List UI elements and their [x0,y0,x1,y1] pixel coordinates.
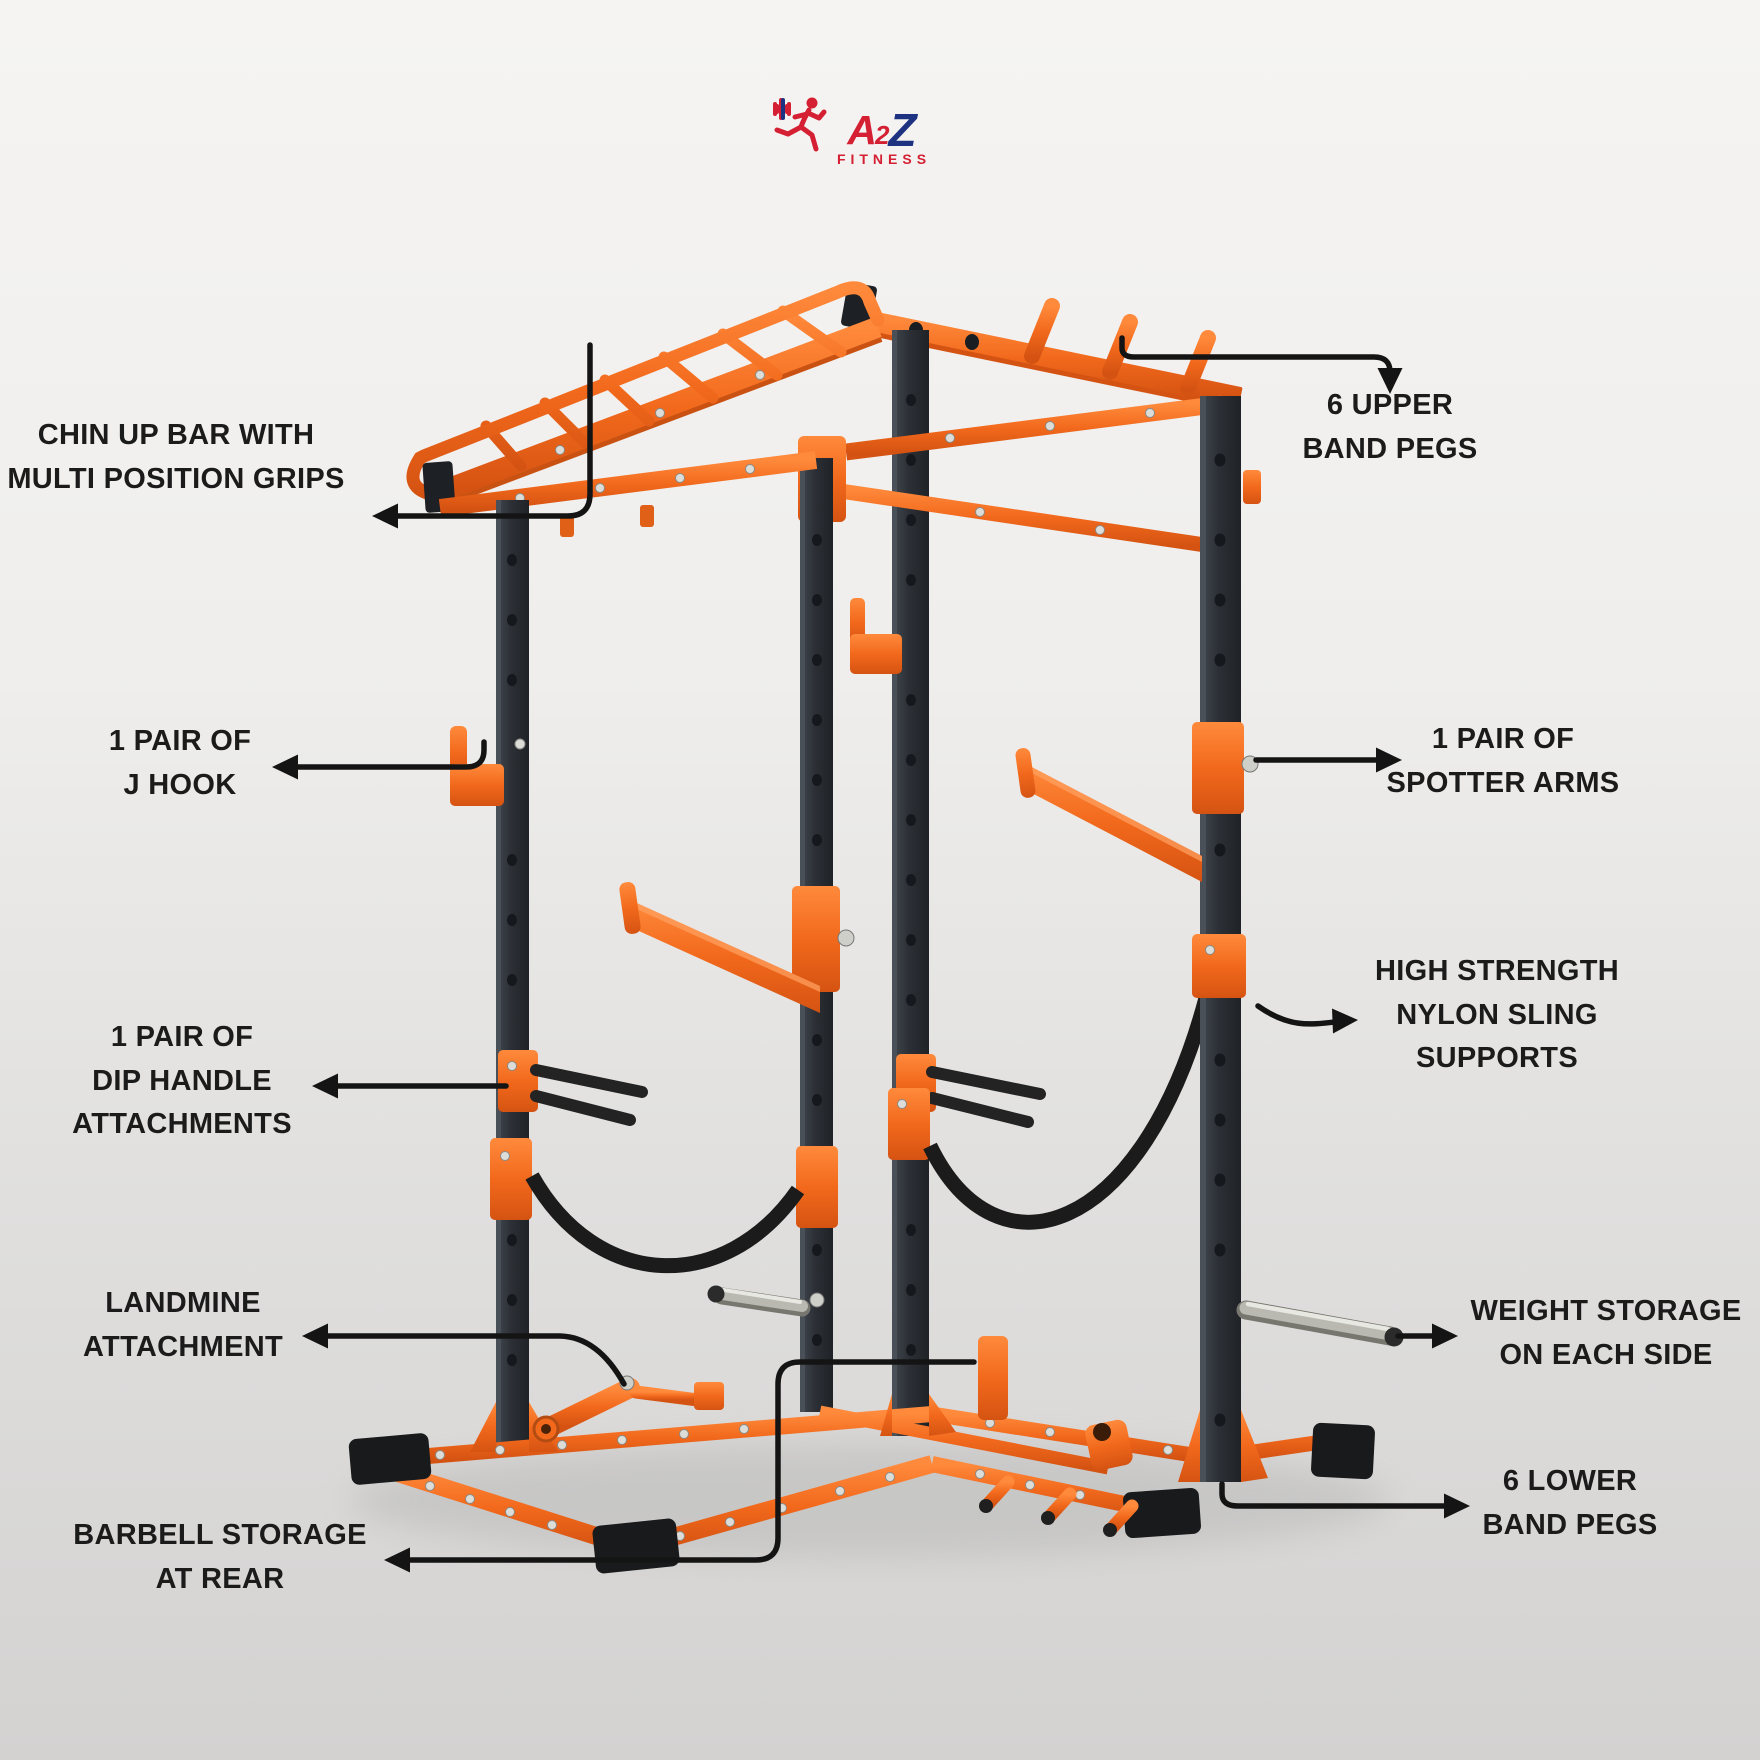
callout-text-line: ATTACHMENTS [72,1108,292,1140]
chin-up-bar [406,281,885,513]
callout-label-barbell-storage: BARBELL STORAGE AT REAR [40,1514,400,1601]
callout-label-lower-band-pegs: 6 LOWER BAND PEGS [1468,1460,1672,1547]
callout-text-line: WEIGHT STORAGE [1470,1295,1742,1327]
callout-arrow-landmine [302,1323,627,1387]
callout-text-line: 1 PAIR OF [110,1021,254,1053]
callout-text-line: 6 UPPER [1326,389,1454,421]
callout-arrow-barbell-storage [384,1359,977,1573]
callout-text-line: 1 PAIR OF [108,725,252,757]
brand-letter-z: Z [888,104,917,156]
callout-arrow-lower-band-pegs [1219,1481,1470,1519]
callout-label-dip-handle: 1 PAIR OF DIP HANDLE ATTACHMENTS [40,1016,324,1147]
callout-text-line: BARBELL STORAGE [73,1519,367,1551]
callout-text-line: 1 PAIR OF [1431,723,1575,755]
callout-text-line: SUPPORTS [1416,1042,1578,1074]
callout-label-weight-storage: WEIGHT STORAGE ON EACH SIDE [1452,1290,1760,1377]
callout-arrow-nylon-sling [1255,1003,1358,1034]
sling-bracket-rear [888,1088,930,1160]
callout-text-line: ON EACH SIDE [1499,1338,1713,1371]
callout-label-chin-up-bar: CHIN UP BAR WITH MULTI POSITION GRIPS [0,414,352,501]
callout-label-landmine: LANDMINE ATTACHMENT [40,1282,326,1369]
weight-storage-peg-left [707,1285,825,1317]
callout-arrow-upper-band-pegs [1119,335,1403,394]
callout-text-line: J HOOK [123,768,237,801]
callout-text-line: SPOTTER ARMS [1386,766,1620,799]
callout-text-line: DIP HANDLE [92,1064,272,1097]
callout-text-line: HIGH STRENGTH [1375,955,1619,987]
spotter-arm-outer [1015,722,1259,882]
callout-arrow-chin-up-bar [372,342,593,529]
sling-bracket-right [1192,934,1246,998]
callout-arrow-dip-handle [312,1073,509,1099]
callout-text-line: MULTI POSITION GRIPS [7,462,345,495]
callout-text-line: BAND PEGS [1302,432,1478,465]
callout-text-line: CHIN UP BAR WITH [37,419,315,451]
barbell-icon-right [775,98,791,120]
rear-upright [892,330,929,1436]
brand-letter-a: A [847,106,878,153]
spotter-arm-inner [619,882,855,1013]
callout-label-j-hook: 1 PAIR OF J HOOK [56,720,304,807]
dip-handles-front [498,1050,648,1126]
callout-text-line: NYLON SLING [1396,998,1598,1031]
callout-text-line: LANDMINE [105,1287,261,1319]
callout-label-upper-band-pegs: 6 UPPER BAND PEGS [1286,384,1494,471]
weight-storage-peg-right [1236,1300,1404,1347]
left-upright [496,500,529,1452]
j-hook-rear [850,598,902,674]
callout-arrow-weight-storage [1395,1323,1458,1349]
brand-tagline: FITNESS [836,151,932,167]
callout-text-line: AT REAR [155,1562,285,1595]
barbell-storage [978,1336,1133,1471]
brand-letter-2: 2 [875,120,890,150]
callout-arrow-j-hook [272,739,487,780]
callout-label-spotter-arms: 1 PAIR OF SPOTTER ARMS [1372,718,1634,805]
callout-text-line: BAND PEGS [1482,1508,1658,1541]
callout-text-line: ATTACHMENT [82,1330,284,1363]
runner-icon [774,97,827,152]
nylon-sling-supports [490,996,1214,1273]
callout-label-nylon-sling: HIGH STRENGTH NYLON SLING SUPPORTS [1350,950,1644,1081]
lower-band-pegs [979,1475,1139,1537]
callout-text-line: 6 LOWER [1502,1465,1638,1497]
callout-arrow-spotter-arms [1253,747,1402,773]
